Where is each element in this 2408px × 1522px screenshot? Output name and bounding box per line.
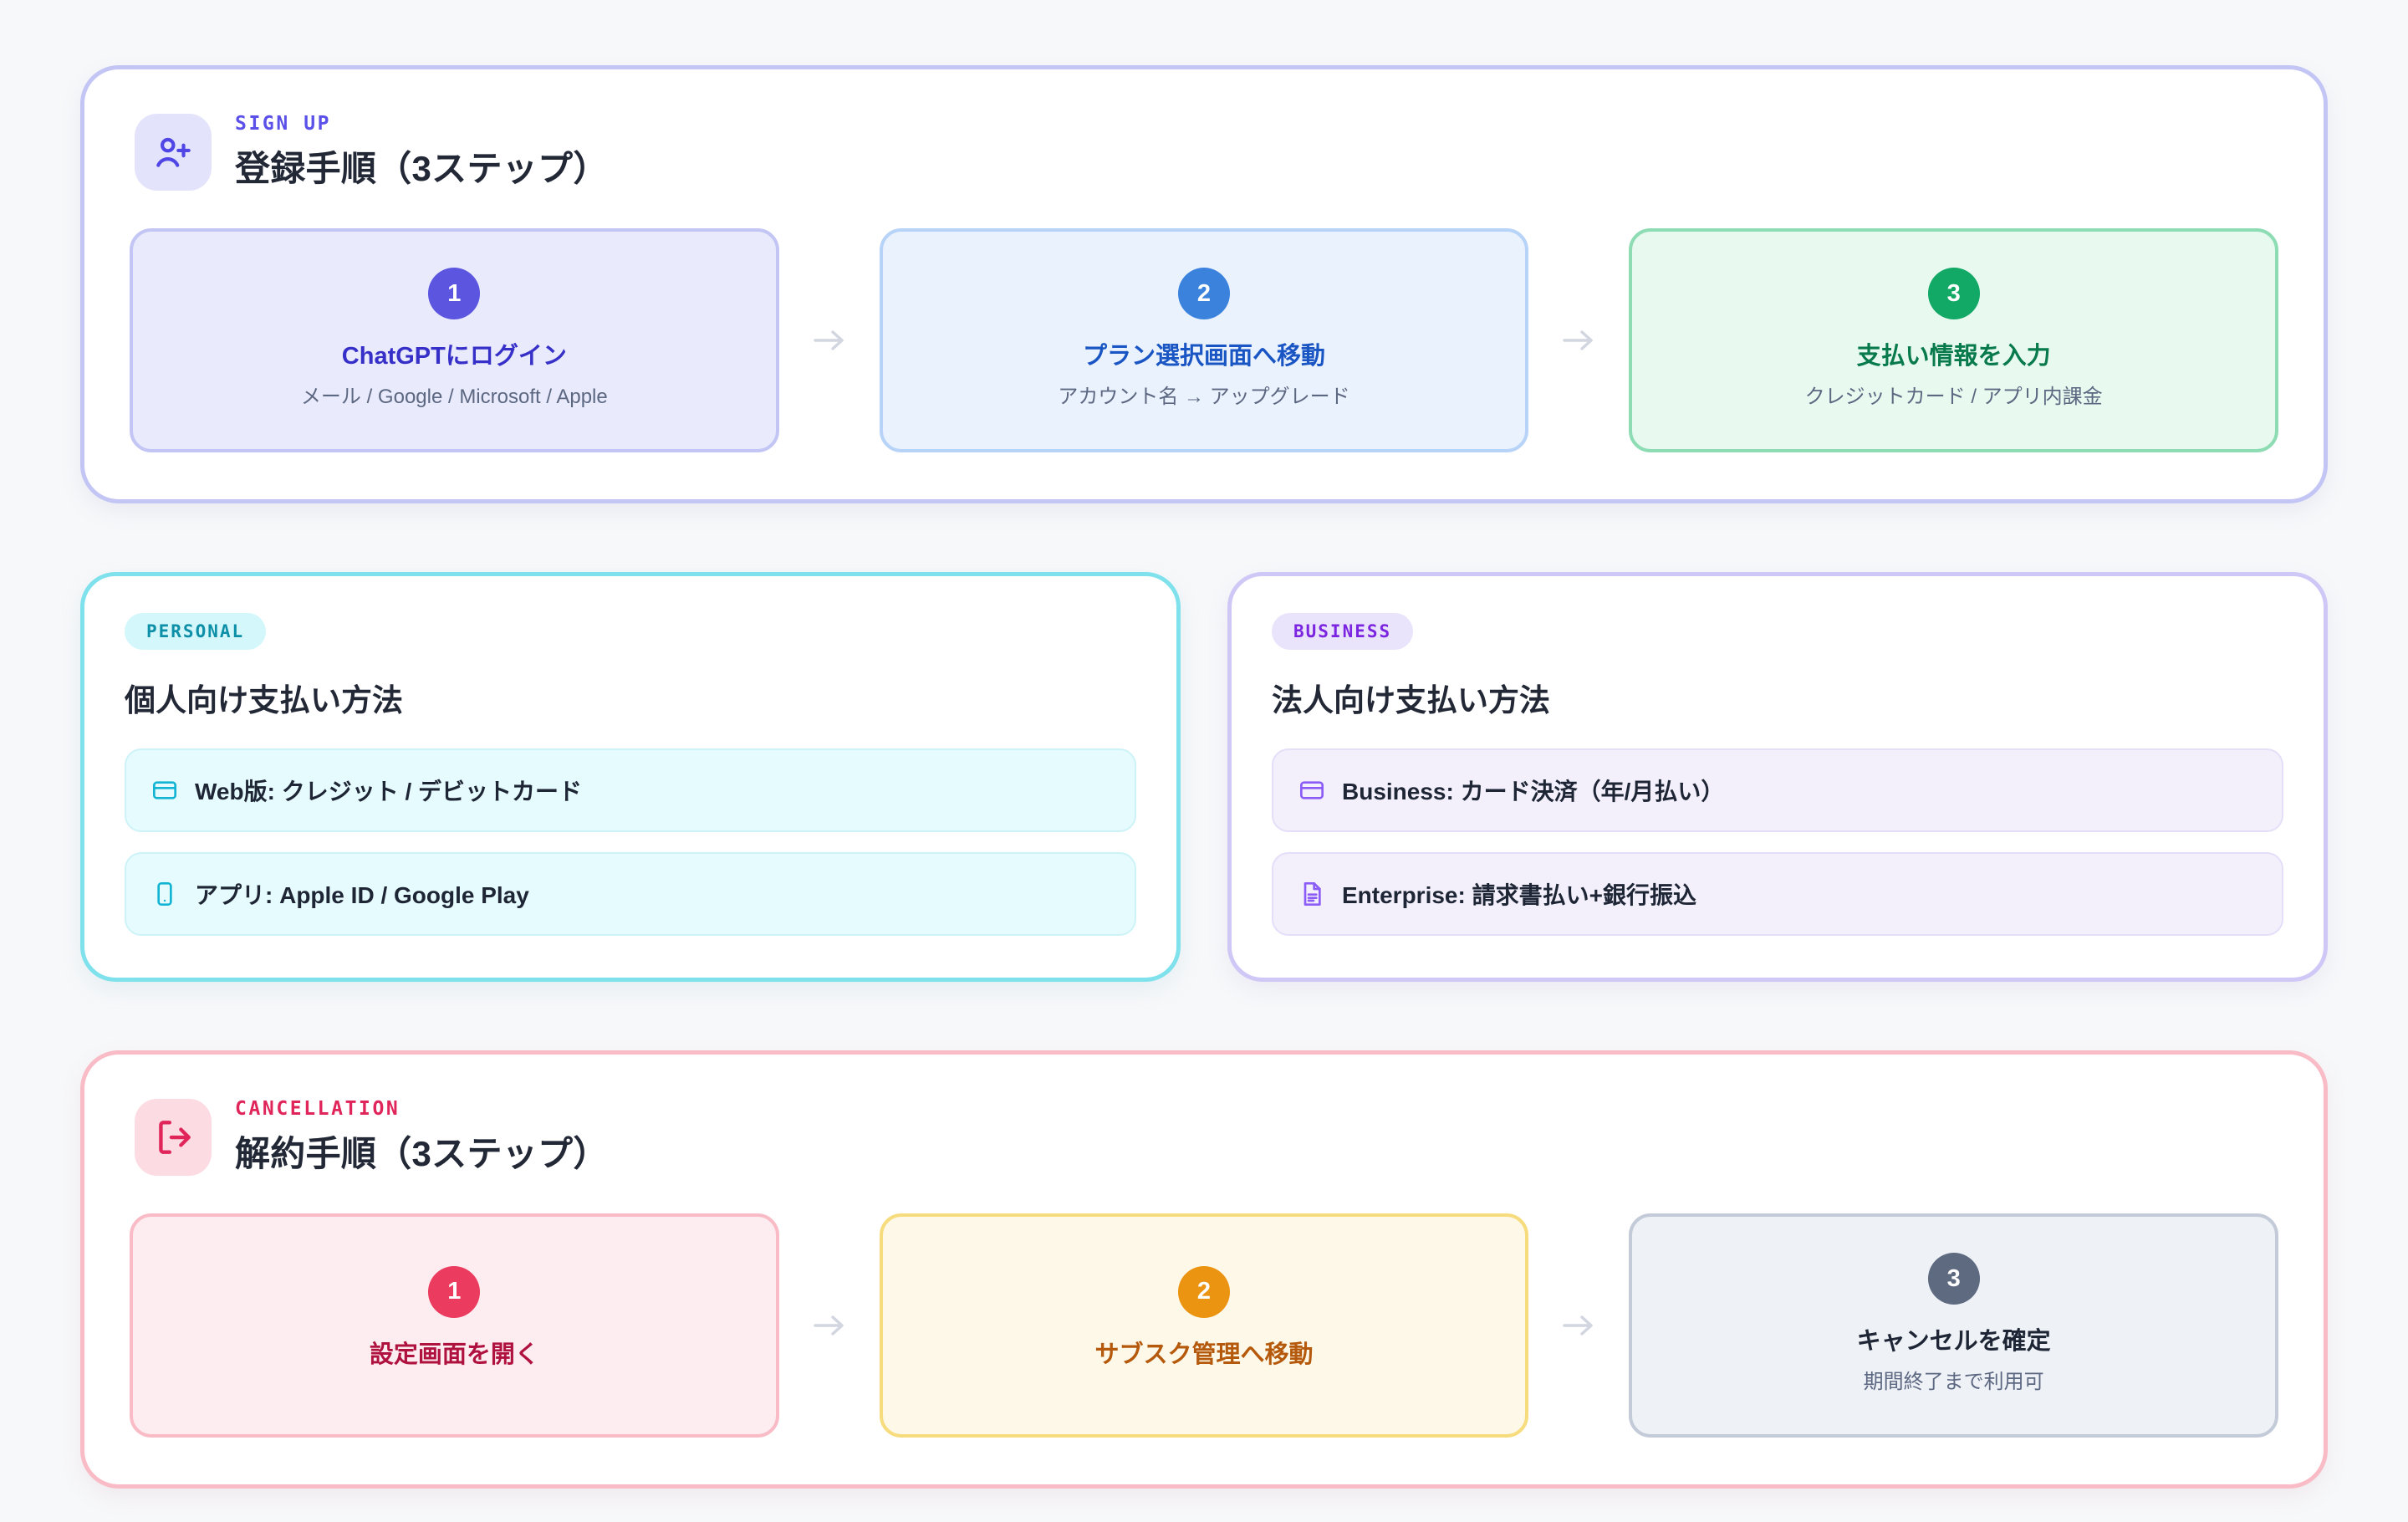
user-plus-icon xyxy=(135,114,212,191)
cancellation-title: 解約手順（3ステップ） xyxy=(235,1134,609,1173)
personal-title: 個人向け支払い方法 xyxy=(125,683,403,718)
credit-card-icon xyxy=(1298,777,1325,804)
step-subtitle: アカウント名 → アップグレード xyxy=(1058,385,1350,408)
business-row-label: Enterprise: 請求書払い+銀行振込 xyxy=(1342,882,1696,908)
cancellation-kicker: CANCELLATION xyxy=(235,1098,400,1120)
cancellation-section: CANCELLATION 解約手順（3ステップ） 1 設定画面を開く 2 サブス… xyxy=(80,1050,2328,1489)
business-payment-card: BUSINESS 法人向け支払い方法 Business: カード決済（年/月払い… xyxy=(1227,572,2328,982)
step-number-badge: 2 xyxy=(1178,1265,1230,1318)
business-badge: BUSINESS xyxy=(1272,613,1414,650)
step-number-badge: 1 xyxy=(428,268,481,320)
step-title: 設定画面を開く xyxy=(369,1341,539,1368)
step-number-badge: 3 xyxy=(1927,1253,1980,1305)
signup-header-texts: SIGN UP 登録手順（3ステップ） xyxy=(235,113,609,192)
signup-step-1[interactable]: 1 ChatGPTにログイン メール / Google / Microsoft … xyxy=(130,228,779,452)
cancellation-step-2[interactable]: 2 サブスク管理へ移動 xyxy=(879,1213,1529,1438)
smartphone-icon xyxy=(151,881,178,907)
cancellation-step-3[interactable]: 3 キャンセルを確定 期間終了まで利用可 xyxy=(1629,1213,2279,1438)
step-title: ChatGPTにログイン xyxy=(341,343,567,370)
step-title: キャンセルを確定 xyxy=(1856,1328,2051,1356)
signup-header: SIGN UP 登録手順（3ステップ） xyxy=(130,113,2278,192)
business-rows: Business: カード決済（年/月払い） Enterprise: 請求書払い… xyxy=(1272,748,2283,936)
step-subtitle: メール / Google / Microsoft / Apple xyxy=(300,385,608,408)
cancellation-step-1[interactable]: 1 設定画面を開く xyxy=(130,1213,779,1438)
arrow-right-icon xyxy=(1528,228,1629,452)
signup-kicker: SIGN UP xyxy=(235,113,332,135)
personal-rows: Web版: クレジット / デビットカード アプリ: Apple ID / Go… xyxy=(125,748,1136,936)
arrow-right-icon xyxy=(779,1213,880,1438)
business-row-label: Business: カード決済（年/月払い） xyxy=(1342,779,1725,804)
cancellation-header: CANCELLATION 解約手順（3ステップ） xyxy=(130,1098,2278,1177)
step-subtitle: 期間終了まで利用可 xyxy=(1863,1370,2044,1393)
personal-payment-card: PERSONAL 個人向け支払い方法 Web版: クレジット / デビットカード xyxy=(80,572,1181,982)
step-number-badge: 1 xyxy=(428,1265,481,1318)
step-number-badge: 2 xyxy=(1178,268,1230,320)
personal-row-web[interactable]: Web版: クレジット / デビットカード xyxy=(125,748,1136,832)
business-row-enterprise[interactable]: Enterprise: 請求書払い+銀行振込 xyxy=(1272,852,2283,936)
cancellation-header-texts: CANCELLATION 解約手順（3ステップ） xyxy=(235,1098,609,1177)
signup-step-3[interactable]: 3 支払い情報を入力 クレジットカード / アプリ内課金 xyxy=(1629,228,2279,452)
document-icon xyxy=(1298,881,1325,907)
personal-row-label: Web版: クレジット / デビットカード xyxy=(195,779,583,804)
payment-methods-row: PERSONAL 個人向け支払い方法 Web版: クレジット / デビットカード xyxy=(80,572,2328,982)
business-row-card[interactable]: Business: カード決済（年/月払い） xyxy=(1272,748,2283,832)
business-title: 法人向け支払い方法 xyxy=(1272,683,1550,718)
signup-title: 登録手順（3ステップ） xyxy=(235,149,609,188)
step-title: 支払い情報を入力 xyxy=(1856,343,2051,370)
signup-steps: 1 ChatGPTにログイン メール / Google / Microsoft … xyxy=(130,228,2279,452)
arrow-right-icon xyxy=(1528,1213,1629,1438)
personal-row-label: アプリ: Apple ID / Google Play xyxy=(195,882,529,908)
credit-card-icon xyxy=(151,777,178,804)
signup-section: SIGN UP 登録手順（3ステップ） 1 ChatGPTにログイン メール /… xyxy=(80,65,2328,503)
cancellation-steps: 1 設定画面を開く 2 サブスク管理へ移動 3 xyxy=(130,1213,2279,1438)
arrow-right-icon xyxy=(779,228,880,452)
logout-icon xyxy=(135,1099,212,1176)
signup-step-2[interactable]: 2 プラン選択画面へ移動 アカウント名 → アップグレード xyxy=(879,228,1529,452)
personal-row-app[interactable]: アプリ: Apple ID / Google Play xyxy=(125,852,1136,936)
step-title: プラン選択画面へ移動 xyxy=(1083,343,1326,370)
step-title: サブスク管理へ移動 xyxy=(1094,1341,1314,1368)
personal-badge: PERSONAL xyxy=(125,613,267,650)
step-number-badge: 3 xyxy=(1927,268,1980,320)
step-subtitle: クレジットカード / アプリ内課金 xyxy=(1804,385,2103,408)
